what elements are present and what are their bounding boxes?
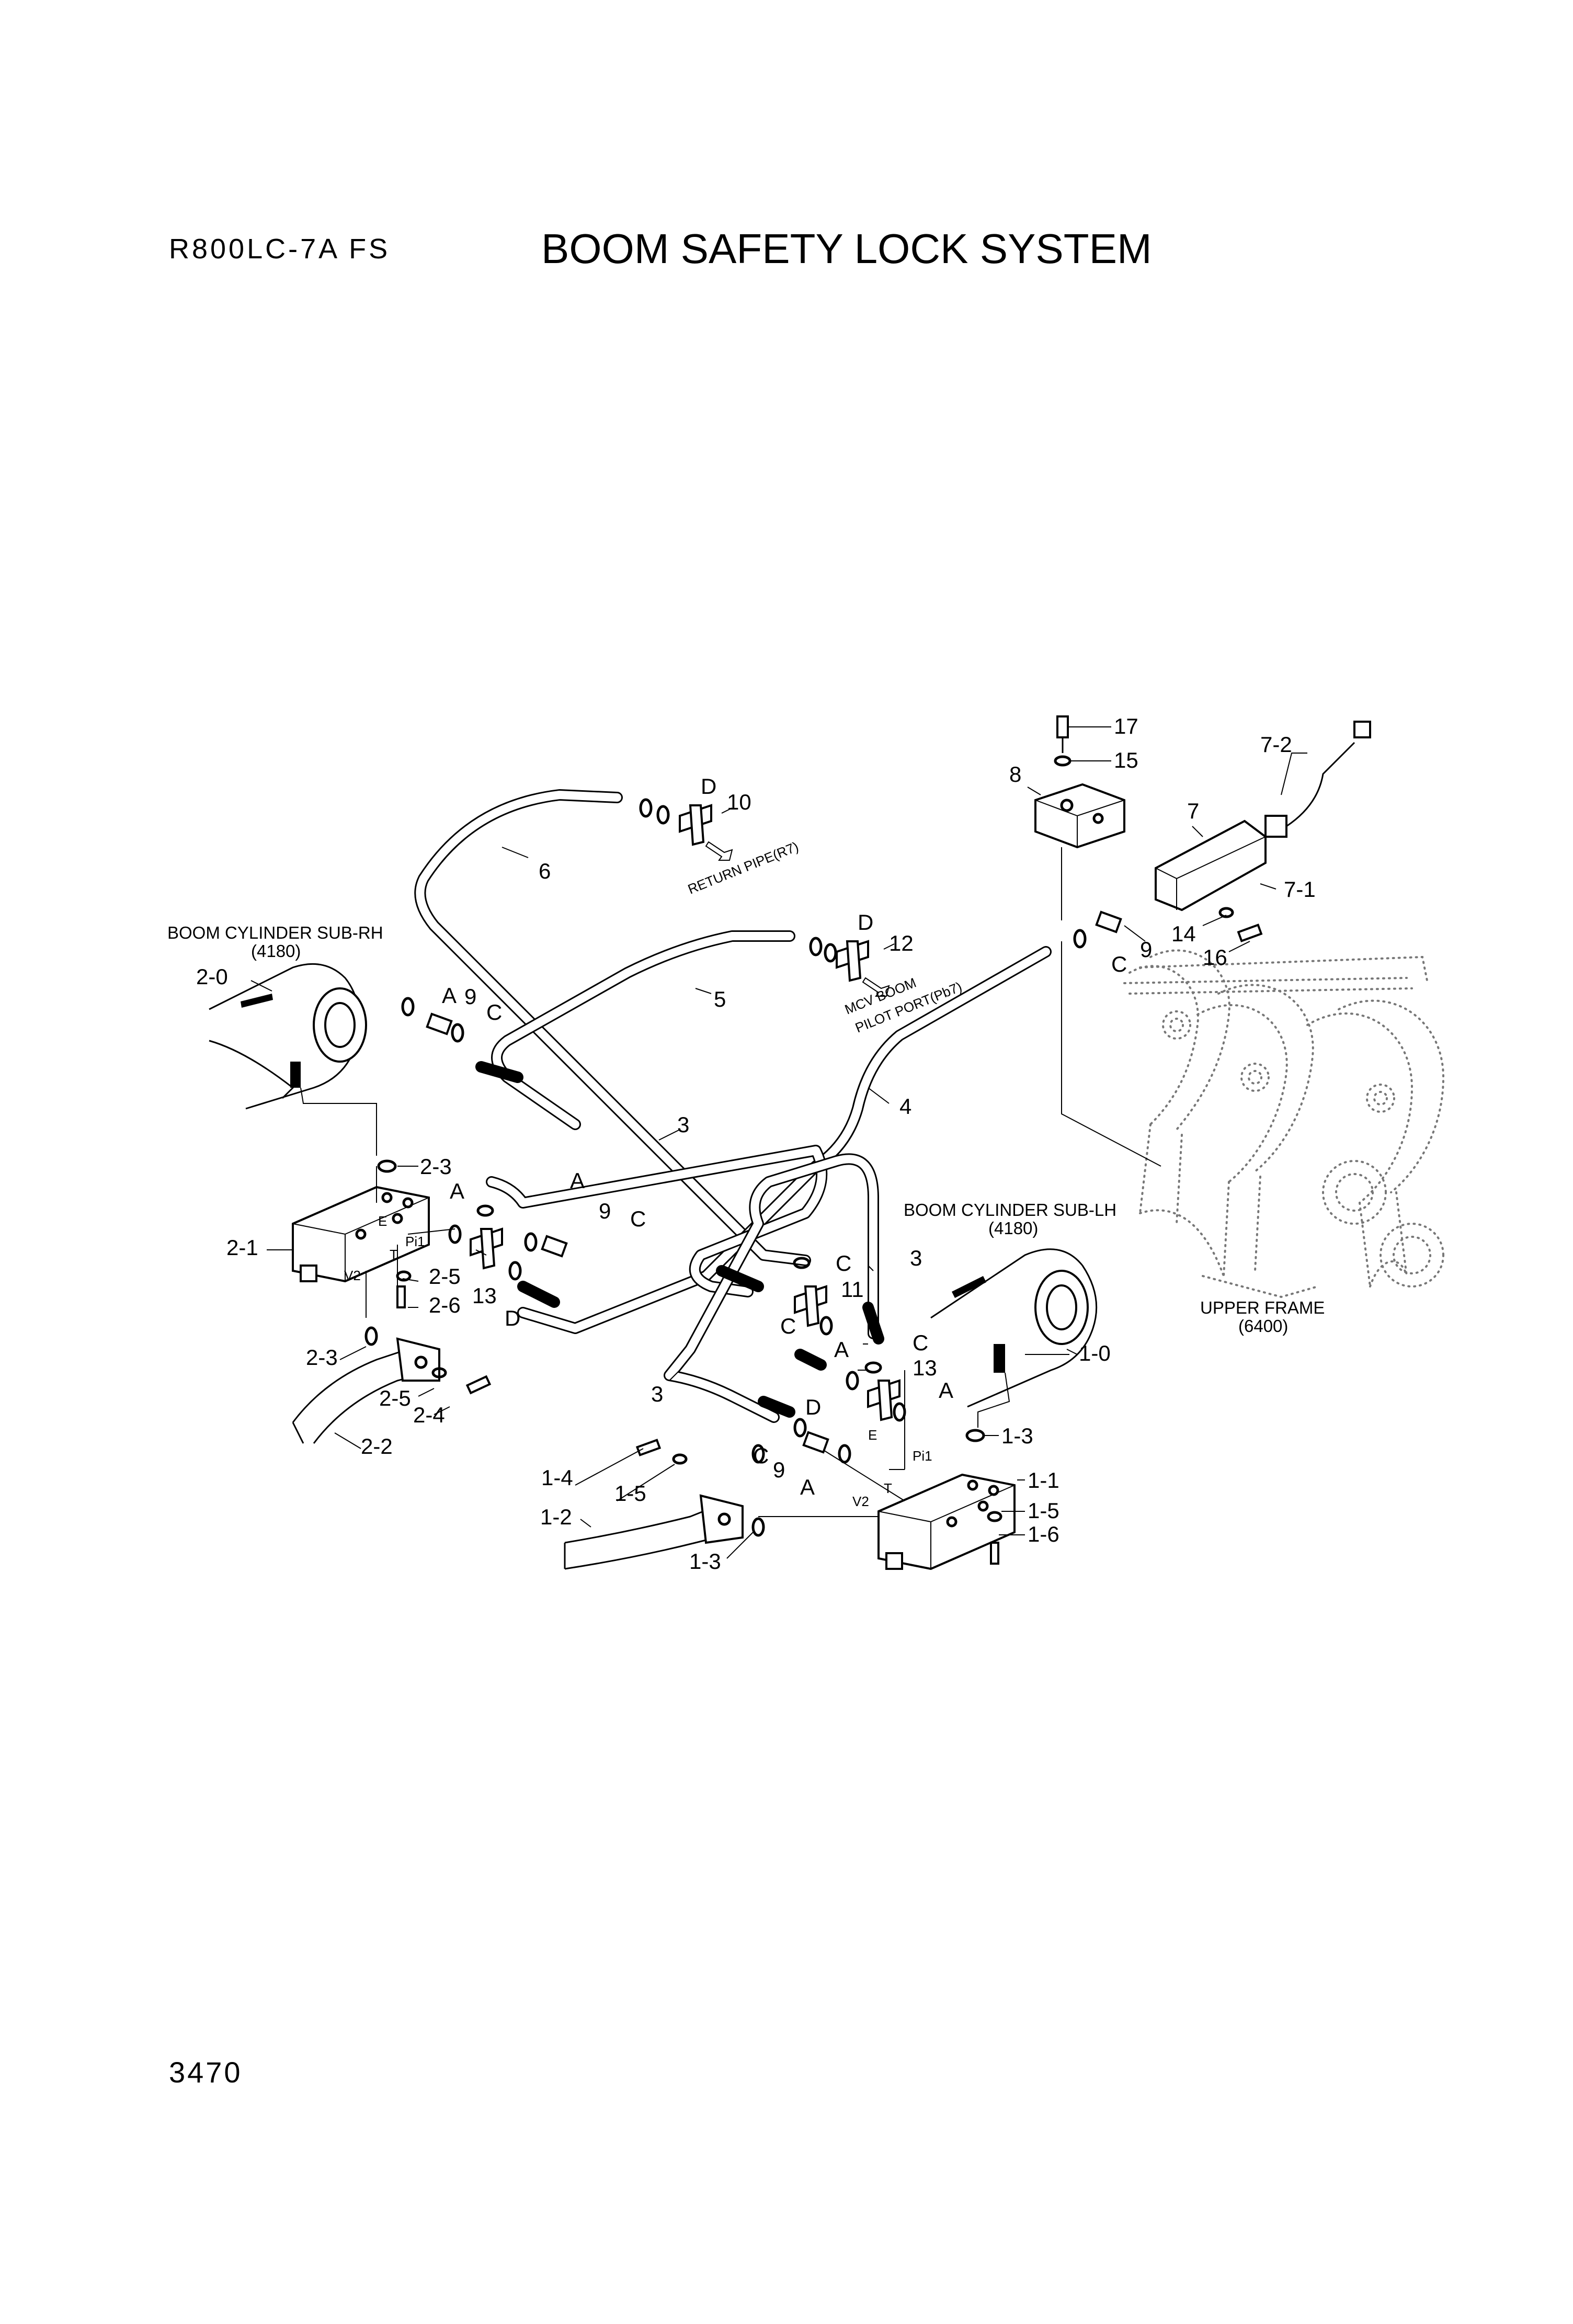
part-9-c: 9 (773, 1457, 785, 1482)
valve-port-labels: E Pi1 T V2 E Pi1 T V2 (344, 1213, 932, 1509)
label-boom-cylinder-lh: BOOM CYLINDER SUB-LH (904, 1200, 1116, 1220)
pipe-3 (486, 1145, 879, 1423)
part-2-5-a: 2-5 (429, 1264, 461, 1289)
part-15: 15 (1114, 748, 1138, 772)
part-1-3-a: 1-3 (1001, 1423, 1033, 1448)
port-d-4: D (805, 1395, 821, 1419)
part-1-4: 1-4 (541, 1465, 573, 1490)
part-1-2: 1-2 (540, 1505, 572, 1529)
part-1-0: 1-0 (1079, 1341, 1111, 1365)
part-3-a: 3 (677, 1112, 689, 1137)
part-2-3-b: 2-3 (306, 1345, 338, 1370)
flange-hose-rh (292, 1337, 440, 1444)
label-boom-cylinder-lh-code: (4180) (988, 1218, 1038, 1238)
boom-cylinder-lh (930, 1248, 1098, 1428)
port-c-3: C (836, 1251, 851, 1275)
lh-port-e: E (868, 1427, 877, 1443)
valve-block-lh (758, 1370, 1016, 1570)
part-3-c: 3 (651, 1382, 663, 1406)
part-16: 16 (1203, 945, 1227, 970)
hose-fittings (475, 1061, 884, 1418)
fittings (426, 804, 1122, 1454)
solenoid-valve (1034, 721, 1371, 1167)
part-2-3-a: 2-3 (420, 1154, 452, 1179)
lh-port-v2: V2 (852, 1494, 869, 1509)
part-11: 11 (841, 1277, 864, 1302)
port-a-1: A (442, 983, 457, 1008)
port-c-1: C (486, 1000, 502, 1024)
part-1-6: 1-6 (1028, 1522, 1059, 1546)
part-9-d: 9 (1140, 937, 1152, 962)
part-13-b: 13 (913, 1355, 937, 1380)
port-c-2: C (630, 1206, 646, 1231)
part-1-5-b: 1-5 (1028, 1498, 1059, 1523)
port-a-2: A (450, 1179, 464, 1203)
port-d-3: D (505, 1306, 520, 1330)
label-boom-cylinder-rh: BOOM CYLINDER SUB-RH (167, 923, 383, 942)
part-2-6: 2-6 (429, 1293, 461, 1317)
part-2-2: 2-2 (361, 1434, 393, 1459)
page-title: BOOM SAFETY LOCK SYSTEM (541, 225, 1152, 272)
rh-port-v2: V2 (344, 1268, 361, 1283)
port-c-4: C (780, 1314, 796, 1338)
rh-port-e: E (378, 1213, 387, 1229)
bolts (396, 715, 1263, 1565)
part-2-5-b: 2-5 (379, 1386, 411, 1410)
part-14: 14 (1171, 921, 1196, 946)
port-c-6: C (753, 1443, 769, 1468)
part-7: 7 (1187, 799, 1199, 823)
valve-block-rh (292, 1166, 455, 1318)
label-boom-cylinder-rh-code: (4180) (251, 941, 301, 961)
part-9-b: 9 (599, 1199, 611, 1223)
part-7-1: 7-1 (1284, 877, 1316, 902)
port-d-2: D (858, 910, 873, 935)
part-7-2: 7-2 (1260, 732, 1292, 757)
part-1-1: 1-1 (1028, 1468, 1059, 1493)
pipe-6 (414, 789, 811, 1266)
part-9-a: 9 (464, 984, 476, 1009)
lh-port-pi1: Pi1 (913, 1448, 932, 1464)
page-number: 3470 (169, 2056, 243, 2089)
o-rings (364, 798, 1087, 1537)
port-c-5: C (913, 1330, 928, 1355)
part-3-b: 3 (910, 1246, 922, 1270)
pipe-4 (517, 946, 1052, 1334)
label-upper-frame: UPPER FRAME (1200, 1298, 1325, 1317)
port-c-7: C (1111, 952, 1127, 976)
part-12: 12 (889, 931, 914, 955)
flange-hose-lh (564, 1494, 744, 1570)
port-a-5: A (939, 1378, 953, 1403)
port-a-3: A (570, 1168, 585, 1193)
part-17: 17 (1114, 714, 1138, 738)
part-8: 8 (1009, 762, 1021, 787)
part-2-0: 2-0 (196, 964, 228, 989)
part-4: 4 (899, 1094, 911, 1119)
part-13-a: 13 (472, 1283, 497, 1308)
part-10: 10 (727, 790, 751, 814)
label-upper-frame-code: (6400) (1238, 1316, 1288, 1336)
part-2-1: 2-1 (226, 1235, 258, 1260)
part-1-5-a: 1-5 (614, 1481, 646, 1506)
part-6: 6 (539, 859, 551, 883)
port-a-6: A (800, 1475, 815, 1499)
part-number-labels: 17 15 7-2 8 7 7-1 14 16 9 C D 10 D 12 6 … (196, 714, 1316, 1574)
flow-arrows (705, 841, 890, 997)
part-5: 5 (714, 987, 726, 1011)
part-2-4: 2-4 (413, 1403, 445, 1427)
port-a-4: A (834, 1337, 849, 1362)
port-d-1: D (701, 774, 716, 799)
label-return-pipe: RETURN PIPE(R7) (686, 838, 801, 897)
rh-port-pi1: Pi1 (405, 1234, 425, 1249)
lh-port-t: T (884, 1480, 892, 1496)
pipe-5 (491, 930, 795, 1130)
boom-cylinder-rh (209, 963, 377, 1156)
leader-lines (250, 726, 1307, 1559)
part-1-3-b: 1-3 (689, 1549, 721, 1574)
upper-frame-drawing (1123, 949, 1445, 1298)
rh-port-t: T (390, 1247, 398, 1262)
model-code: R800LC-7A FS (169, 233, 391, 265)
